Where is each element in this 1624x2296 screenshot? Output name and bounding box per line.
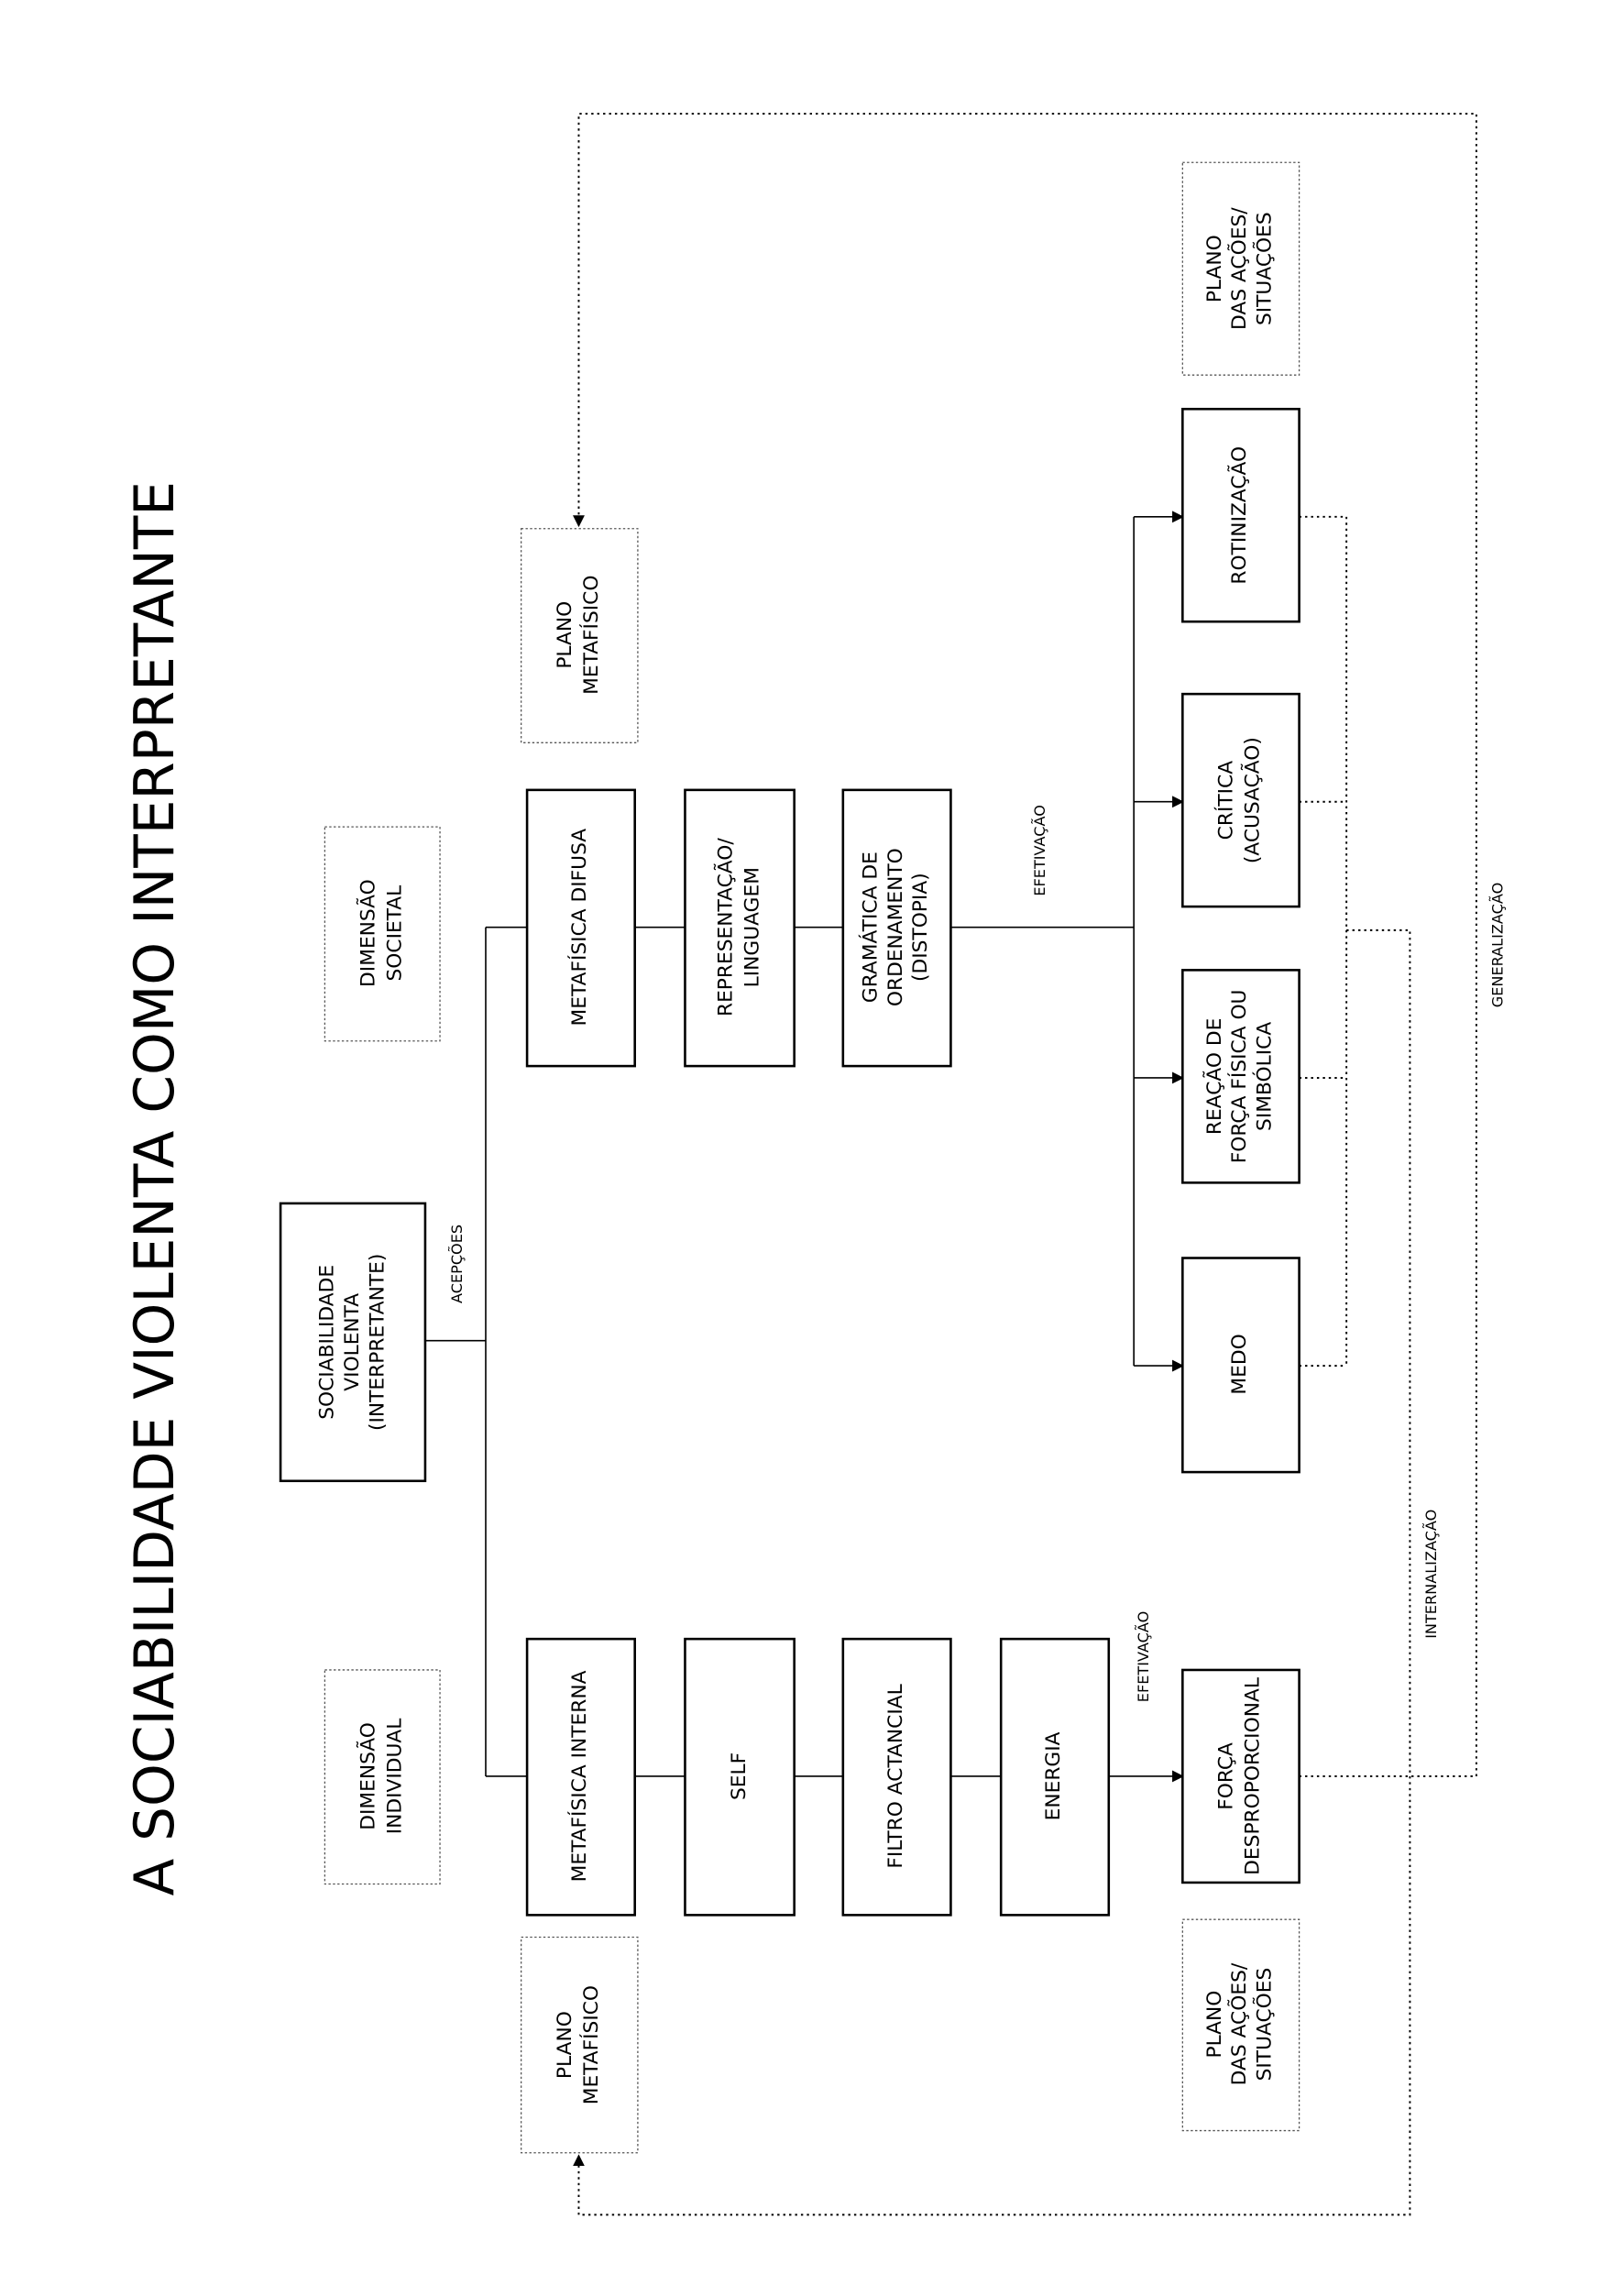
- connectors: [424, 511, 1184, 1783]
- svg-text:PLANO: PLANO: [1203, 235, 1226, 302]
- energia-box: [999, 1637, 1111, 1917]
- efetivacao-bottom-label: EFETIVAÇÃO: [1135, 1611, 1152, 1703]
- svg-text:FORÇA FÍSICA OU: FORÇA FÍSICA OU: [1227, 990, 1251, 1164]
- medo-box: [1181, 1257, 1300, 1474]
- svg-text:METAFÍSICA DIFUSA: METAFÍSICA DIFUSA: [567, 829, 591, 1027]
- svg-text:MEDO: MEDO: [1228, 1334, 1251, 1394]
- dimensao-individual-box: [324, 1669, 441, 1885]
- svg-text:METAFÍSICA INTERNA: METAFÍSICA INTERNA: [567, 1670, 591, 1882]
- metafisica-difusa-box: [525, 788, 636, 1068]
- svg-text:GRAMÁTICA DE: GRAMÁTICA DE: [858, 851, 882, 1003]
- svg-text:DESPROPORCIONAL: DESPROPORCIONAL: [1242, 1677, 1265, 1875]
- filtro-box: [841, 1637, 952, 1917]
- medo-text: MEDO: [1228, 1334, 1251, 1394]
- svg-text:SOCIETAL: SOCIETAL: [384, 885, 407, 982]
- plano-metafisico-bottom-text: PLANO METAFÍSICO: [554, 1985, 603, 2104]
- svg-text:ENERGIA: ENERGIA: [1042, 1731, 1065, 1820]
- efetivacao-top-label: EFETIVAÇÃO: [1031, 805, 1048, 896]
- svg-text:LINGUAGEM: LINGUAGEM: [741, 867, 764, 987]
- svg-text:ROTINIZAÇÃO: ROTINIZAÇÃO: [1226, 446, 1251, 585]
- plano-acoes-bottom-text: PLANO DAS AÇÕES/ SITUAÇÕES: [1203, 1962, 1277, 2085]
- representacao-box: [684, 788, 796, 1068]
- energia-text: ENERGIA: [1042, 1731, 1065, 1820]
- diagram-title: A SOCIABILIDADE VIOLENTA COMO INTERPRETA…: [124, 481, 187, 1895]
- svg-text:REAÇÃO DE: REAÇÃO DE: [1202, 1018, 1226, 1135]
- metafisica-interna-text: METAFÍSICA INTERNA: [567, 1670, 591, 1882]
- plano-metafisico-top-box: [521, 528, 639, 743]
- svg-text:DIMENSÃO: DIMENSÃO: [356, 1722, 380, 1830]
- svg-text:SITUAÇÕES: SITUAÇÕES: [1252, 212, 1277, 325]
- dimensao-individual-text: DIMENSÃO INDIVIDUAL: [356, 1719, 407, 1835]
- critica-text: CRÍTICA (ACUSAÇÃO): [1214, 737, 1265, 863]
- plano-acoes-bottom-box: [1181, 1918, 1300, 2132]
- dimensao-societal-text: DIMENSÃO SOCIETAL: [356, 879, 407, 987]
- sociabilidade-text: SOCIABILIDADE VIOLENTA (INTERPRETANTE): [316, 1254, 390, 1431]
- svg-text:DIMENSÃO: DIMENSÃO: [356, 879, 380, 987]
- svg-text:CRÍTICA: CRÍTICA: [1214, 761, 1238, 840]
- svg-text:DAS AÇÕES/: DAS AÇÕES/: [1226, 1962, 1251, 2085]
- dimensao-societal-box: [324, 826, 441, 1042]
- dotted-feedback-lines: [573, 113, 1477, 2216]
- plano-acoes-top-text: PLANO DAS AÇÕES/ SITUAÇÕES: [1203, 207, 1277, 330]
- generalizacao-label: GENERALIZAÇÃO: [1489, 883, 1507, 1007]
- svg-text:PLANO: PLANO: [554, 2011, 576, 2079]
- forca-text: FORÇA DESPROPORCIONAL: [1215, 1677, 1265, 1875]
- svg-text:INDIVIDUAL: INDIVIDUAL: [384, 1719, 407, 1835]
- forca-box: [1181, 1668, 1300, 1884]
- svg-text:SIMBÓLICA: SIMBÓLICA: [1253, 1022, 1277, 1131]
- self-text: SELF: [728, 1752, 751, 1800]
- svg-text:VIOLENTA: VIOLENTA: [341, 1293, 364, 1391]
- svg-text:METAFÍSICO: METAFÍSICO: [579, 576, 603, 695]
- reacao-text: REAÇÃO DE FORÇA FÍSICA OU SIMBÓLICA: [1202, 990, 1277, 1164]
- svg-text:SOCIABILIDADE: SOCIABILIDADE: [316, 1265, 339, 1420]
- acepcoes-label: ACEPÇÕES: [448, 1225, 466, 1303]
- sociabilidade-box: [279, 1202, 427, 1483]
- rotinizacao-box: [1181, 407, 1300, 623]
- svg-text:(DISTOPIA): (DISTOPIA): [909, 873, 932, 982]
- svg-text:FILTRO ACTANCIAL: FILTRO ACTANCIAL: [884, 1684, 907, 1868]
- representacao-text: REPRESENTAÇÃO/ LINGUAGEM: [713, 838, 764, 1016]
- svg-text:METAFÍSICO: METAFÍSICO: [579, 1985, 603, 2104]
- metafisica-difusa-text: METAFÍSICA DIFUSA: [567, 829, 591, 1027]
- svg-text:ORDENAMENTO: ORDENAMENTO: [884, 848, 907, 1006]
- svg-text:PLANO: PLANO: [1203, 1991, 1226, 2059]
- filtro-text: FILTRO ACTANCIAL: [884, 1684, 907, 1868]
- svg-text:SITUAÇÕES: SITUAÇÕES: [1252, 1968, 1277, 2082]
- critica-box: [1181, 692, 1300, 908]
- metafisica-interna-box: [525, 1637, 636, 1917]
- svg-text:PLANO: PLANO: [554, 601, 576, 669]
- svg-text:(ACUSAÇÃO): (ACUSAÇÃO): [1240, 737, 1265, 863]
- gramatica-text: GRAMÁTICA DE ORDENAMENTO (DISTOPIA): [858, 848, 932, 1006]
- reacao-box: [1181, 969, 1300, 1184]
- internalizacao-label: INTERNALIZAÇÃO: [1422, 1510, 1440, 1639]
- svg-text:FORÇA: FORÇA: [1215, 1742, 1238, 1810]
- plano-acoes-top-box: [1181, 161, 1300, 376]
- svg-text:(INTERPRETANTE): (INTERPRETANTE): [366, 1254, 389, 1431]
- self-box: [684, 1637, 796, 1917]
- gramatica-box: [841, 788, 952, 1068]
- svg-text:SELF: SELF: [728, 1752, 751, 1800]
- svg-text:REPRESENTAÇÃO/: REPRESENTAÇÃO/: [713, 838, 738, 1016]
- svg-text:DAS AÇÕES/: DAS AÇÕES/: [1226, 207, 1251, 330]
- plano-metafisico-bottom-box: [521, 1936, 639, 2154]
- rotinizacao-text: ROTINIZAÇÃO: [1226, 446, 1251, 585]
- plano-metafisico-top-text: PLANO METAFÍSICO: [554, 576, 603, 695]
